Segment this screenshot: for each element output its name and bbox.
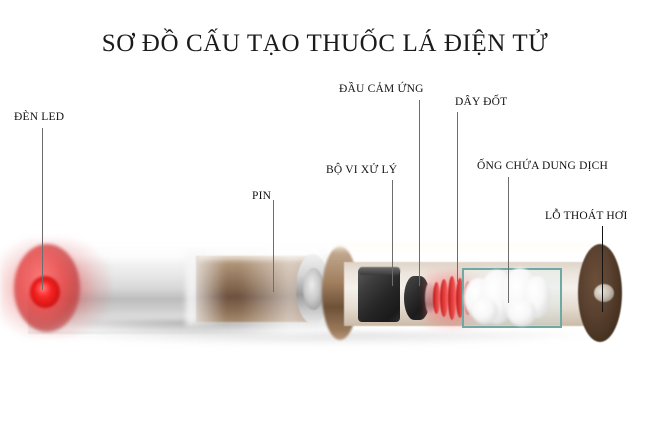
- label-led: ĐÈN LED: [14, 111, 65, 123]
- label-microprocessor: BỘ VI XỬ LÝ: [326, 164, 398, 176]
- led-core-highlight: [36, 282, 50, 295]
- leader-line-vapor-hole: [602, 226, 604, 312]
- microprocessor-block: [358, 268, 400, 322]
- label-tank: ỐNG CHỨA DUNG DỊCH: [477, 160, 609, 172]
- device-illustration: [0, 224, 650, 364]
- heating-coil-wrap: [440, 279, 448, 317]
- battery-terminal-contact: [303, 268, 324, 310]
- label-coil: DÂY ĐỐT: [455, 96, 508, 108]
- page-title: SƠ ĐỒ CẤU TẠO THUỐC LÁ ĐIỆN TỬ: [101, 30, 549, 57]
- heating-coil-wrap: [448, 276, 456, 320]
- battery-left-fade: [186, 252, 226, 326]
- cotton-wick: [458, 268, 550, 326]
- leader-line-coil: [457, 112, 458, 282]
- microprocessor-top-face: [359, 267, 400, 275]
- label-sensor: ĐẦU CẢM ỨNG: [339, 83, 424, 95]
- cotton-lobe: [508, 300, 536, 326]
- heating-coil-wrap: [456, 278, 464, 318]
- leader-line-battery: [273, 200, 274, 292]
- leader-line-led: [42, 128, 43, 290]
- heating-coil-wrap: [433, 282, 440, 314]
- housing-highlight: [332, 243, 594, 253]
- leader-line-sensor: [419, 100, 420, 286]
- vapor-outlet-hole: [594, 284, 614, 302]
- cotton-lobe: [472, 298, 498, 324]
- label-battery: PIN: [252, 190, 272, 202]
- leader-line-tank: [508, 177, 509, 303]
- label-vapor-hole: LỖ THOÁT HƠI: [545, 210, 628, 222]
- leader-line-microprocessor: [392, 180, 393, 286]
